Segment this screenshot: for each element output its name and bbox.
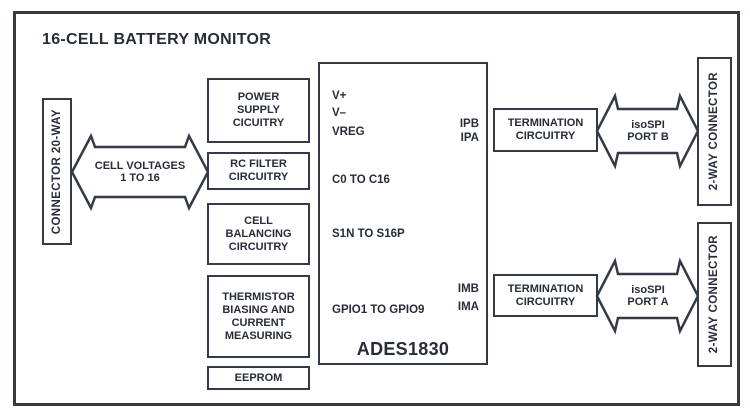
connector-20way-block: CONNECTOR 20-WAY (42, 98, 72, 245)
connector-2way-a-label: 2-WAY CONNECTOR (708, 235, 720, 354)
eeprom-block: EEPROM (207, 366, 310, 390)
cell-balancing-block: CELL BALANCING CIRCUITRY (207, 203, 310, 265)
termination-circuitry-b-block: TERMINATION CIRCUITRY (493, 108, 598, 152)
connector-2way-b-label: 2-WAY CONNECTOR (708, 72, 720, 191)
diagram-title: 16-CELL BATTERY MONITOR (42, 31, 272, 48)
pin-c0-c16: C0 TO C16 (332, 174, 390, 186)
isospi-port-b-label: isoSPI PORT B (627, 118, 669, 144)
thermistor-block: THERMISTOR BIASING AND CURRENT MEASURING (207, 275, 310, 358)
pin-ima: IMA (457, 301, 479, 313)
connector-2way-a-block: 2-WAY CONNECTOR (697, 222, 732, 367)
isospi-port-a-label: isoSPI PORT A (627, 283, 669, 309)
pin-vreg: VREG (332, 126, 365, 138)
power-supply-block: POWER SUPPLY CICUITRY (207, 78, 310, 143)
connector-20way-label: CONNECTOR 20-WAY (50, 108, 63, 235)
pin-ipa: IPA (460, 132, 479, 144)
ades1830-chip-block: V+ V– VREG C0 TO C16 S1N TO S16P GPIO1 T… (318, 62, 488, 365)
pin-vplus: V+ (332, 90, 347, 102)
cell-voltages-arrow-label: CELL VOLTAGES 1 TO 16 (94, 159, 186, 185)
pin-s1n-s16p: S1N TO S16P (332, 228, 405, 240)
termination-circuitry-a-block: TERMINATION CIRCUITRY (493, 274, 598, 317)
pin-vminus: V– (332, 107, 347, 119)
rc-filter-block: RC FILTER CIRCUITRY (207, 152, 310, 190)
pin-imb: IMB (457, 283, 479, 295)
pin-gpio: GPIO1 TO GPIO9 (332, 304, 425, 316)
pin-ipb: IPB (459, 118, 479, 130)
connector-2way-b-block: 2-WAY CONNECTOR (697, 57, 732, 206)
chip-name-label: ADES1830 (356, 339, 450, 359)
